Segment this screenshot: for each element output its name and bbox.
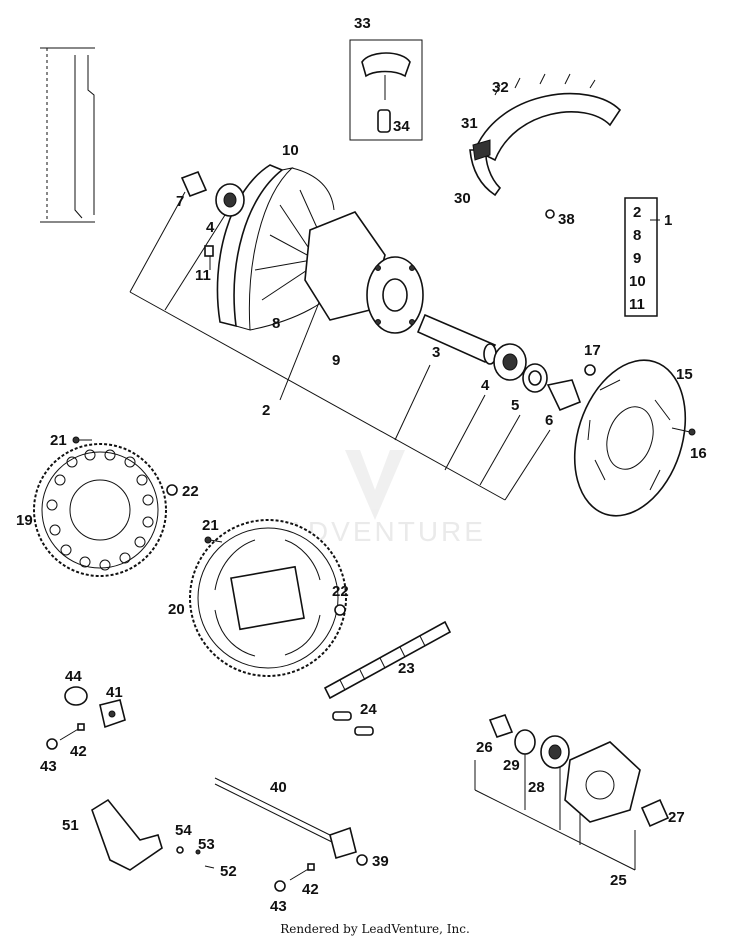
label-43b: 43 (270, 898, 287, 915)
label-39: 39 (372, 853, 389, 870)
nut-22b (334, 604, 346, 616)
sprocket-20-part (189, 519, 347, 677)
label-41: 41 (106, 684, 123, 701)
kit-box (624, 197, 658, 317)
label-42a: 42 (70, 743, 87, 760)
spacer-left-part (180, 170, 208, 198)
label-11: 11 (195, 267, 211, 284)
label-32: 32 (492, 79, 509, 96)
sprocket-carrier-part (564, 741, 641, 823)
spacer-26 (488, 714, 514, 738)
nut-43a (46, 738, 58, 750)
block-44 (64, 686, 88, 706)
leader-lines (129, 191, 660, 871)
hub-part (304, 211, 424, 334)
clip-53 (195, 849, 201, 855)
label-53: 53 (198, 836, 215, 853)
label-33: 33 (354, 15, 371, 32)
chain-adjuster-part (99, 699, 126, 729)
valve-stem-part (349, 39, 423, 141)
seal-29 (514, 729, 536, 755)
label-20: 20 (168, 601, 185, 618)
bearing-right-part (493, 343, 527, 381)
label-2: 2 (262, 402, 270, 419)
label-24: 24 (360, 701, 377, 718)
label-25: 25 (610, 872, 627, 889)
tire-part (469, 73, 622, 197)
label-26: 26 (476, 739, 493, 756)
label-27: 27 (668, 809, 685, 826)
spoke-gauge-illustration (40, 47, 95, 223)
brake-disc-part (573, 359, 687, 517)
bolt-42b (289, 863, 315, 881)
label-44: 44 (65, 668, 82, 685)
washer-54 (176, 846, 184, 854)
label-17: 17 (584, 342, 601, 359)
kit-label-0: 2 (633, 204, 641, 221)
nut-39 (356, 854, 368, 866)
label-43a: 43 (40, 758, 57, 775)
kit-label-3: 10 (629, 273, 646, 290)
nut-38-part (545, 209, 555, 219)
label-4a: 4 (206, 219, 215, 236)
chain-link-part (332, 711, 374, 736)
nut-22a (166, 484, 178, 496)
bolt-21a (72, 436, 92, 444)
label-1: 1 (664, 212, 672, 229)
axle-part (214, 777, 357, 860)
bearing-left-part (215, 183, 245, 217)
label-21b: 21 (202, 517, 219, 534)
label-22b: 22 (332, 583, 349, 600)
label-54: 54 (175, 822, 192, 839)
kit-label-2: 9 (633, 250, 641, 267)
label-4b: 4 (481, 377, 490, 394)
label-15: 15 (676, 366, 693, 383)
label-31: 31 (461, 115, 478, 132)
label-23: 23 (398, 660, 415, 677)
nut-17 (584, 364, 596, 376)
screw-52 (204, 865, 215, 869)
label-51: 51 (62, 817, 79, 834)
spacer-tube-part (416, 313, 497, 365)
damper-27 (640, 798, 670, 828)
label-21a: 21 (50, 432, 67, 449)
chain-part (323, 620, 452, 700)
kit-label-1: 8 (633, 227, 641, 244)
chain-guard-part (91, 798, 163, 871)
label-8: 8 (272, 315, 280, 332)
label-10: 10 (282, 142, 299, 159)
label-30: 30 (454, 190, 471, 207)
label-7: 7 (176, 193, 184, 210)
label-6: 6 (545, 412, 553, 429)
label-5: 5 (511, 397, 519, 414)
label-38: 38 (558, 211, 575, 228)
label-52: 52 (220, 863, 237, 880)
footer-credit: Rendered by LeadVenture, Inc. (280, 922, 470, 936)
label-42b: 42 (302, 881, 319, 898)
bearing-28 (540, 735, 570, 769)
label-9: 9 (332, 352, 340, 369)
label-22a: 22 (182, 483, 199, 500)
kit-box-labels: 2 8 9 10 11 (629, 204, 646, 313)
bolt-21b (204, 536, 223, 544)
label-29: 29 (503, 757, 520, 774)
spacer-right-part (546, 379, 582, 412)
label-40: 40 (270, 779, 287, 796)
part-labels: 1 2 3 4 4 5 6 7 8 9 10 11 15 16 17 19 20… (16, 15, 707, 915)
nut-43b (274, 880, 286, 892)
label-34: 34 (393, 118, 410, 135)
label-28: 28 (528, 779, 545, 796)
seal-right-part (522, 363, 548, 393)
valve-bolt-11 (204, 245, 214, 257)
sprocket-19-part (33, 443, 167, 577)
label-19: 19 (16, 512, 33, 529)
bolt-42a (59, 723, 85, 741)
disc-bolt-16 (671, 427, 696, 436)
kit-label-4: 11 (629, 296, 645, 313)
label-3: 3 (432, 344, 440, 361)
label-16: 16 (690, 445, 707, 462)
